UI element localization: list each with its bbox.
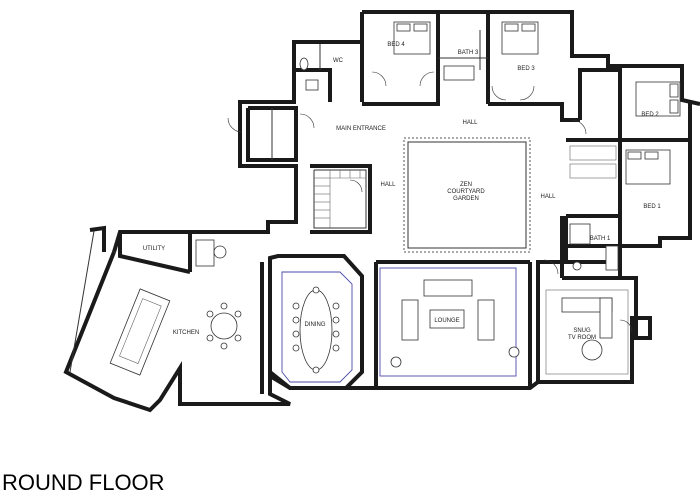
snug-ottoman <box>581 339 603 361</box>
label-zen-line-3: GARDEN <box>453 196 479 202</box>
label-lounge: LOUNGE <box>434 318 459 324</box>
label-hall-top: HALL <box>462 120 478 126</box>
label-tv-room: TV ROOM <box>568 335 596 341</box>
lounge-rug <box>379 267 517 377</box>
label-snug: SNUG <box>573 328 591 334</box>
label-hall-left: HALL <box>380 182 396 188</box>
kitchen-island <box>109 288 171 376</box>
furniture <box>109 21 681 377</box>
lounge-sofa-left <box>401 299 419 341</box>
label-bath-3: BATH 3 <box>458 50 479 56</box>
dining-bay <box>268 254 364 390</box>
label-hall-right: HALL <box>540 194 556 200</box>
label-dining: DINING <box>305 322 326 328</box>
interior-walls <box>118 14 622 394</box>
label-kitchen: KITCHEN <box>173 330 199 336</box>
door-swings <box>227 71 633 333</box>
label-zen-line-1: ZEN <box>460 182 472 188</box>
exterior-walls <box>63 10 700 413</box>
lounge-sofa-right <box>477 299 495 341</box>
label-bath-1: BATH 1 <box>590 236 611 242</box>
label-zen-line-2: COURTYARD <box>447 189 485 195</box>
lounge-coffee-table <box>429 309 465 329</box>
lounge-sofa-top <box>423 279 473 297</box>
label-utility: UTILITY <box>143 246 165 252</box>
label-bed-1: BED 1 <box>643 204 661 210</box>
zen-courtyard <box>403 137 531 253</box>
label-bed-2: BED 2 <box>641 112 659 118</box>
label-bed-4: BED 4 <box>387 42 405 48</box>
kitchen-table <box>210 312 238 340</box>
dining-chairs <box>292 286 340 374</box>
staircase-treads <box>314 170 366 219</box>
label-wc: WC <box>333 58 344 64</box>
dining-table <box>299 289 333 371</box>
drawing-title: ROUND FLOOR <box>2 470 165 495</box>
label-bed-3: BED 3 <box>517 66 535 72</box>
label-main-entrance: MAIN ENTRANCE <box>336 126 386 132</box>
